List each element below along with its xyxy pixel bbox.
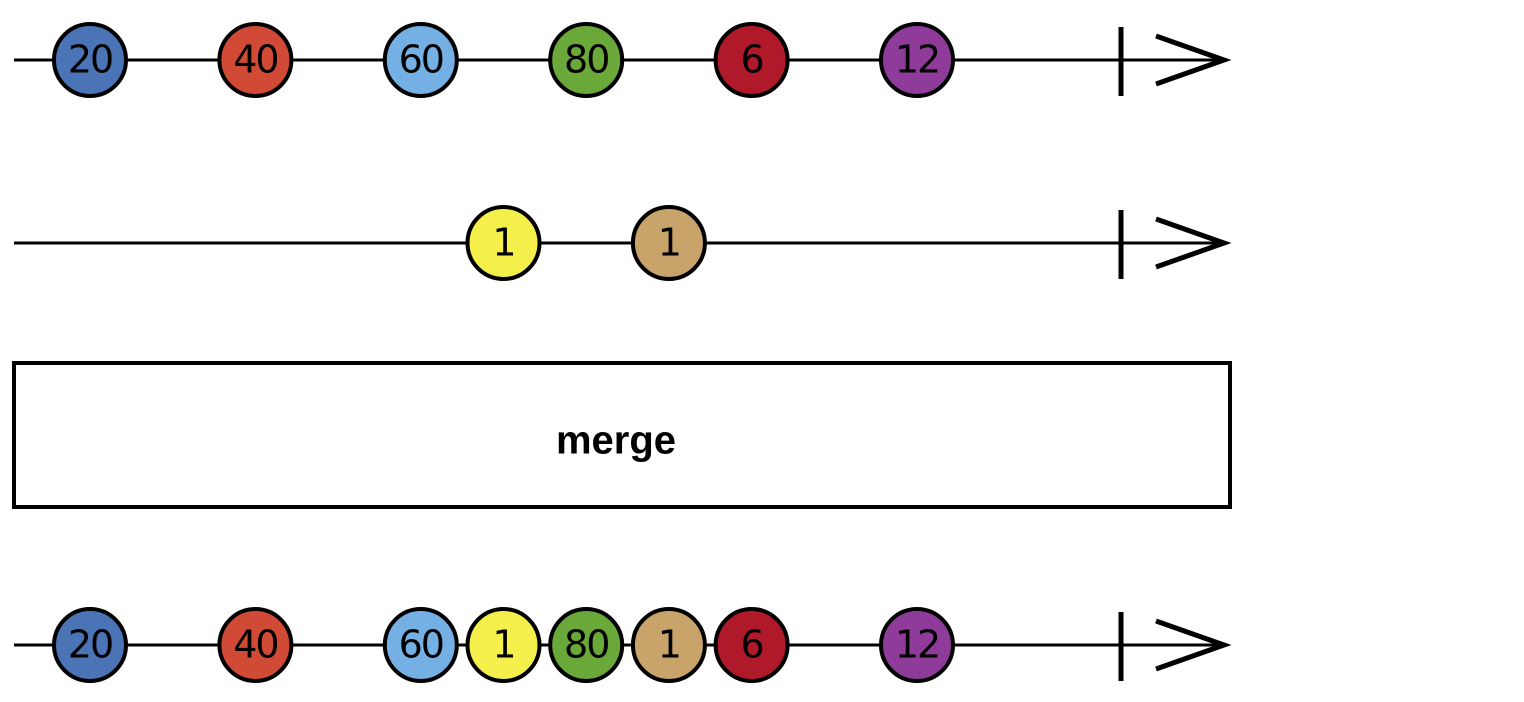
operator-label: merge	[556, 419, 676, 463]
marble-circle	[630, 607, 707, 683]
marble-label: 6	[741, 38, 763, 82]
marble: 6	[713, 22, 790, 98]
marble-circle	[217, 607, 294, 683]
marble-circle	[630, 205, 707, 281]
marble-label: 80	[564, 38, 608, 82]
marble-label: 12	[895, 38, 939, 82]
operator-box-border	[12, 361, 1232, 509]
marble: 60	[382, 607, 459, 683]
marble: 60	[382, 22, 459, 98]
marble: 20	[52, 607, 128, 683]
marble-label: 20	[68, 38, 112, 82]
marble: 80	[548, 607, 625, 683]
marble: 12	[879, 22, 955, 98]
marble: 1	[630, 205, 707, 281]
marble: 1	[465, 205, 542, 281]
marble: 20	[52, 22, 128, 98]
marble-label: 1	[492, 623, 514, 667]
input-timeline-1: 20 40 60 80 6 12	[14, 22, 1232, 98]
marble-circle	[217, 22, 294, 98]
arrowhead-icon	[1155, 33, 1232, 87]
marble-label: 1	[658, 623, 680, 667]
arrowhead-icon	[1155, 618, 1232, 672]
marble-circle	[465, 205, 542, 281]
marble-label: 40	[233, 623, 277, 667]
marble: 40	[217, 607, 294, 683]
marble-label: 6	[741, 623, 763, 667]
marble-label: 60	[399, 623, 443, 667]
marble-circle	[879, 22, 955, 98]
marble: 1	[630, 607, 707, 683]
marble-circle	[879, 607, 955, 683]
marble-label: 20	[68, 623, 112, 667]
marble: 80	[548, 22, 625, 98]
marble-label: 1	[658, 221, 680, 265]
marble-label: 40	[233, 38, 277, 82]
marble-label: 80	[564, 623, 608, 667]
marble-circle	[548, 607, 625, 683]
arrowhead-icon	[1155, 216, 1232, 270]
marble-circle	[465, 607, 542, 683]
marble: 6	[713, 607, 790, 683]
marble-circle	[548, 22, 625, 98]
marble: 12	[879, 607, 955, 683]
marble-label: 60	[399, 38, 443, 82]
operator-box: merge	[12, 361, 1232, 509]
marble-circle	[52, 22, 128, 98]
marble-circle	[713, 22, 790, 98]
marble: 40	[217, 22, 294, 98]
marble-circle	[52, 607, 128, 683]
marble-circle	[382, 607, 459, 683]
marble-label: 1	[492, 221, 514, 265]
marble-circle	[713, 607, 790, 683]
output-timeline: 20 40 60 1 80 1 6 12	[14, 607, 1232, 683]
marble: 1	[465, 607, 542, 683]
marble-circle	[382, 22, 459, 98]
marble-label: 12	[895, 623, 939, 667]
